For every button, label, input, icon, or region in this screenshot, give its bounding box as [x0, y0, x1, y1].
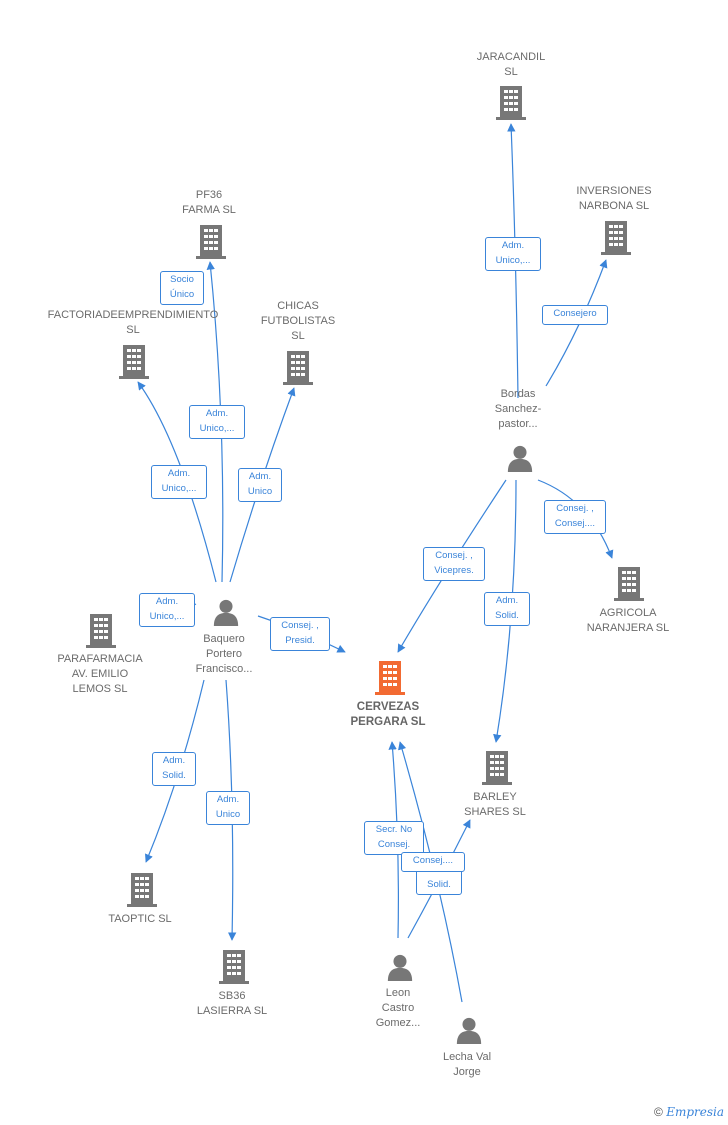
cervezas-building-icon[interactable]	[375, 661, 405, 695]
edge-label-bordas-jaracandil[interactable]: Adm. Unico,...	[485, 237, 541, 271]
brand-logo[interactable]: Empresia	[666, 1105, 724, 1119]
sb36-label[interactable]: SB36 LASIERRA SL	[196, 990, 268, 1017]
bordas-person-icon[interactable]	[507, 445, 533, 472]
chicas-label[interactable]: CHICAS FUTBOLISTAS SL	[260, 300, 336, 342]
edge-label-baquero-pf36[interactable]: Adm. Unico,...	[189, 405, 245, 439]
jaracandil-building-icon[interactable]	[496, 86, 526, 120]
factoria-label[interactable]: FACTORIADEEMPRENDIMIENTO SL	[47, 309, 219, 336]
edge-label-bordas-barley[interactable]: Adm. Solid.	[484, 592, 530, 626]
barley-label[interactable]: BARLEY SHARES SL	[464, 791, 526, 818]
chicas-building-icon[interactable]	[283, 351, 313, 385]
jaracandil-label[interactable]: JARACANDIL SL	[476, 51, 546, 78]
bordas-label[interactable]: Bordas Sanchez- pastor...	[494, 388, 542, 430]
edge-label-baquero-parafarmacia[interactable]: Adm. Unico,...	[139, 593, 195, 627]
edge-label-bordas-cervezas[interactable]: Consej. , Vicepres.	[423, 547, 485, 581]
baquero-person-icon[interactable]	[213, 599, 239, 626]
inversiones-building-icon[interactable]	[601, 221, 631, 255]
inversiones-label[interactable]: INVERSIONES NARBONA SL	[576, 185, 652, 212]
edge-bordas-inversiones	[545, 259, 608, 387]
leon-label[interactable]: Leon Castro Gomez...	[375, 987, 421, 1029]
footer: © Empresia	[654, 1105, 724, 1119]
factoria-building-icon[interactable]	[119, 345, 149, 379]
pf36-building-icon[interactable]	[196, 225, 226, 259]
edge-label-lecha-cervezas[interactable]: Consej....	[401, 852, 465, 872]
lecha-label[interactable]: Lecha Val Jorge	[442, 1051, 492, 1078]
edge-label-baquero-pf36[interactable]: Socio Único	[160, 271, 204, 305]
sb36-building-icon[interactable]	[219, 950, 249, 984]
copyright-symbol: ©	[654, 1105, 663, 1119]
lecha-person-icon[interactable]	[456, 1017, 482, 1044]
edge-baquero-factoria	[137, 381, 217, 583]
agricola-label[interactable]: AGRICOLA NARANJERA SL	[586, 607, 670, 634]
parafarmacia-label[interactable]: PARAFARMACIA AV. EMILIO LEMOS SL	[57, 653, 143, 695]
baquero-label[interactable]: Baquero Portero Francisco...	[195, 633, 253, 675]
edge-label-baquero-chicas[interactable]: Adm. Unico	[238, 468, 282, 502]
edge-label-bordas-inversiones[interactable]: Consejero	[542, 305, 608, 325]
edge-label-baquero-cervezas[interactable]: Consej. , Presid.	[270, 617, 330, 651]
taoptic-building-icon[interactable]	[127, 873, 157, 907]
taoptic-label[interactable]: TAOPTIC SL	[108, 913, 172, 925]
edge-label-baquero-sb36[interactable]: Adm. Unico	[206, 791, 250, 825]
edge-label-baquero-factoria[interactable]: Adm. Unico,...	[151, 465, 207, 499]
edge-label-baquero-taoptic[interactable]: Adm. Solid.	[152, 752, 196, 786]
edge-label-bordas-agricola[interactable]: Consej. , Consej....	[544, 500, 606, 534]
barley-building-icon[interactable]	[482, 751, 512, 785]
edge-label-leon-cervezas[interactable]: Secr. No Consej.	[364, 821, 424, 855]
pf36-label[interactable]: PF36 FARMA SL	[182, 189, 236, 216]
agricola-building-icon[interactable]	[614, 567, 644, 601]
leon-person-icon[interactable]	[387, 954, 413, 981]
cervezas-label[interactable]: CERVEZAS PERGARA SL	[350, 701, 426, 728]
parafarmacia-building-icon[interactable]	[86, 614, 116, 648]
